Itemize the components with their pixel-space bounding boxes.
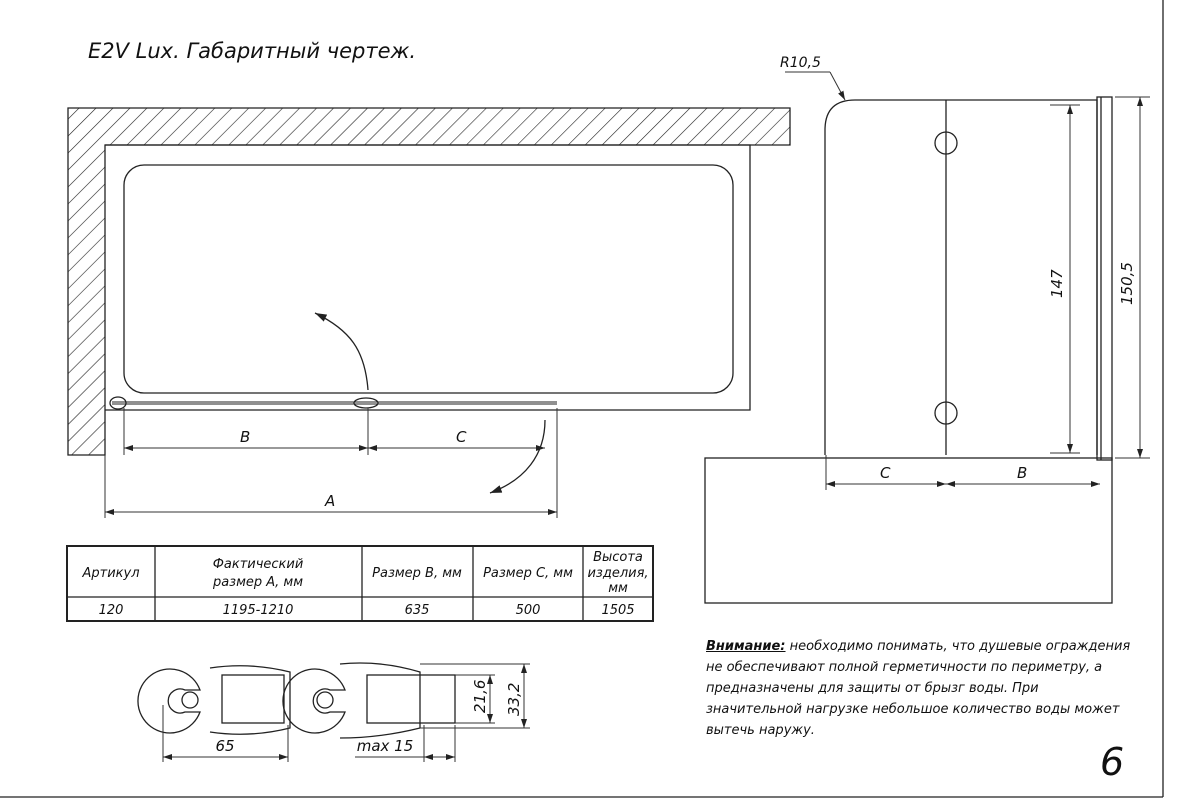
label-c: C xyxy=(456,428,467,446)
profile-inner-label: 21,6 xyxy=(471,680,489,713)
header-size-c: Размер C, мм xyxy=(483,566,573,581)
glass-panel-front xyxy=(824,99,1098,455)
profile-gap-label: max 15 xyxy=(357,737,414,755)
bathtub-outline xyxy=(105,144,751,411)
height-total-label: 150,5 xyxy=(1118,262,1136,305)
height-inner-label: 147 xyxy=(1048,269,1066,298)
cell-size-b: 635 xyxy=(405,603,430,618)
label-b: B xyxy=(240,428,250,446)
bathtub-inner xyxy=(123,164,734,394)
header-size-b: Размер B, мм xyxy=(372,566,462,581)
header-article: Артикул xyxy=(81,566,139,581)
label-a: A xyxy=(324,492,335,510)
swing-arrow-down xyxy=(489,419,546,494)
radius-label: R10,5 xyxy=(780,55,821,71)
swing-arrow-up xyxy=(314,312,369,391)
elevation-view: R10,5 147 150,5 C B xyxy=(704,55,1150,604)
elev-label-b: B xyxy=(1017,464,1027,482)
profile-right xyxy=(282,662,456,739)
sheet-frame xyxy=(0,0,1164,798)
cell-size-c: 500 xyxy=(516,603,541,618)
elev-label-c: C xyxy=(880,464,891,482)
hinge-top xyxy=(934,131,958,155)
profile-left xyxy=(137,665,291,735)
wall-profile-strip xyxy=(1096,96,1113,461)
note-heading: Внимание: xyxy=(706,639,786,654)
profile-width-label: 65 xyxy=(215,737,234,755)
page-number: 6 xyxy=(1100,740,1124,784)
drawing-title: E2V Lux. Габаритный чертеж. xyxy=(88,39,416,63)
warning-note: Внимание: необходимо понимать, что душев… xyxy=(706,636,1136,741)
profile-sections: 65 max 15 21,6 33,2 xyxy=(137,662,530,762)
profile-outer-label: 33,2 xyxy=(505,683,523,716)
note-text: необходимо понимать, что душевые огражде… xyxy=(706,639,1131,738)
cell-size-a: 1195-1210 xyxy=(223,603,294,618)
cell-article: 120 xyxy=(99,603,124,618)
bathtub-front xyxy=(704,457,1113,604)
cell-height: 1505 xyxy=(601,603,634,618)
hinge-bottom xyxy=(934,401,958,425)
wall-profile xyxy=(109,396,127,410)
plan-view: B C A xyxy=(67,107,791,518)
hinge xyxy=(353,397,379,409)
